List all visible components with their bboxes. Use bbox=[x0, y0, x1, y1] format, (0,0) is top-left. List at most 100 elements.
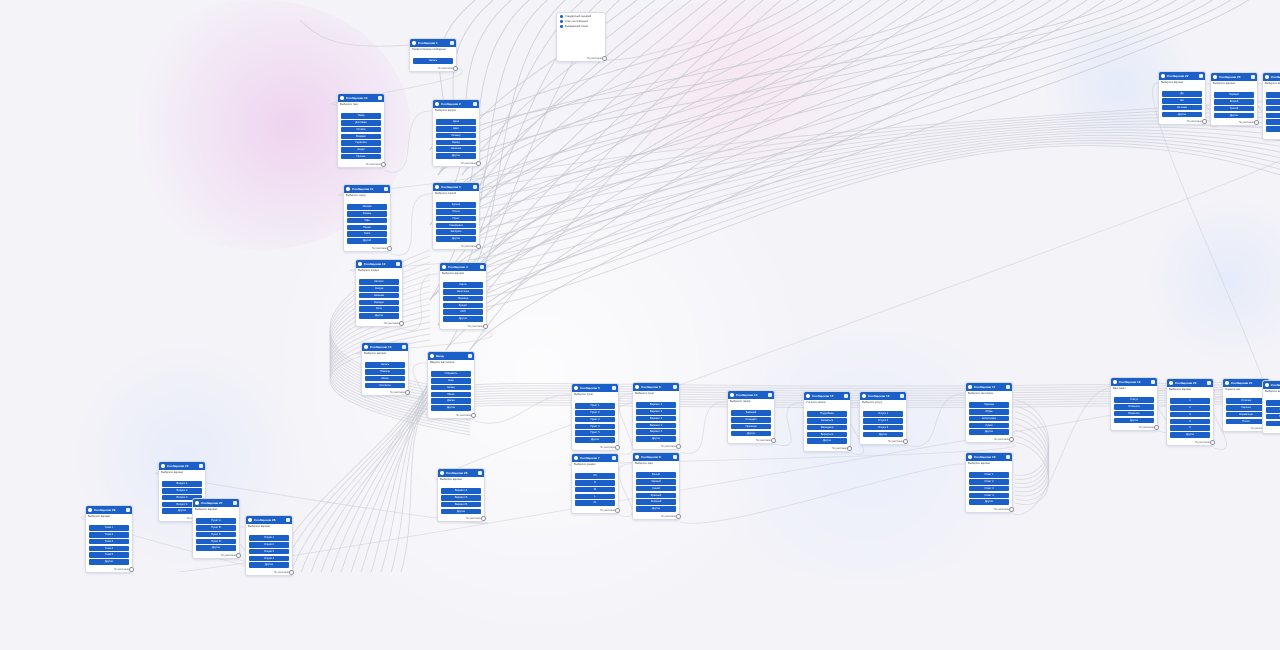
node-menu-icon[interactable] bbox=[473, 185, 477, 189]
node-option-button[interactable]: Услуга 2 bbox=[863, 417, 903, 424]
node-option-button[interactable]: Другое bbox=[196, 545, 236, 551]
node-option-button[interactable]: Вариант 2 bbox=[636, 408, 676, 415]
node-option-button[interactable]: Связаться bbox=[807, 417, 847, 424]
node-menu-icon[interactable] bbox=[286, 518, 290, 522]
node-menu-icon[interactable] bbox=[1199, 74, 1203, 78]
node-menu-icon[interactable] bbox=[1151, 380, 1155, 384]
node-option-button[interactable]: Не знаю bbox=[1162, 104, 1202, 111]
node-option-button[interactable]: Опция 1 bbox=[249, 535, 289, 541]
node-option-button[interactable]: Белый bbox=[636, 472, 676, 478]
node-option-button[interactable]: Меню bbox=[365, 375, 405, 382]
node-option-button[interactable]: Другое bbox=[731, 430, 771, 437]
node-option-button[interactable]: Тема 4 bbox=[89, 545, 129, 552]
node-header[interactable]: Сообщение 16 bbox=[860, 392, 906, 400]
node-header[interactable]: Сообщение 25 bbox=[438, 469, 484, 477]
node-option-button[interactable]: Ответ 3 bbox=[969, 485, 1009, 492]
node-option-button[interactable]: Плохо bbox=[1226, 418, 1266, 425]
node-header[interactable]: Сообщение 27 bbox=[193, 499, 239, 507]
node-option-button[interactable]: Ответ 4 bbox=[969, 492, 1009, 499]
node-option-button[interactable]: Другое bbox=[575, 437, 615, 443]
node-option-button[interactable]: Базовый bbox=[731, 410, 771, 416]
output-port[interactable] bbox=[615, 508, 620, 514]
node-header[interactable]: Сообщение 22 bbox=[1159, 72, 1205, 80]
node-option-button[interactable]: Менеджер bbox=[807, 424, 847, 431]
node-option-button[interactable]: Размер bbox=[436, 132, 476, 139]
node-option-button[interactable]: 4 bbox=[1170, 418, 1210, 425]
node-menu-icon[interactable] bbox=[478, 471, 482, 475]
node-menu-icon[interactable] bbox=[673, 455, 677, 459]
node-option-button[interactable]: Отлично bbox=[1226, 398, 1266, 404]
node-option-button[interactable]: Пункт 4 bbox=[575, 423, 615, 430]
node-option-button[interactable]: Отправить bbox=[431, 371, 471, 377]
node-header[interactable]: Сообщение 11 bbox=[344, 185, 390, 193]
node-option-button[interactable]: Другое bbox=[162, 508, 202, 514]
node-option-button[interactable]: Аксессуары bbox=[969, 415, 1009, 422]
node-header[interactable]: Сообщение 2 bbox=[433, 100, 479, 108]
output-port[interactable] bbox=[483, 323, 488, 329]
node-header[interactable]: Сообщение 23 bbox=[1211, 73, 1257, 81]
node-header[interactable]: Сообщение 18 bbox=[966, 453, 1012, 461]
node-option-button[interactable]: M bbox=[575, 486, 615, 493]
node-option-button[interactable]: Другое bbox=[359, 313, 399, 319]
node-option-button[interactable]: Перевод bbox=[443, 295, 483, 302]
node-option-button[interactable]: Нет bbox=[1162, 97, 1202, 104]
node-option-button[interactable]: Тема 2 bbox=[89, 531, 129, 538]
node-option-button[interactable]: L bbox=[575, 493, 615, 500]
node-option-button[interactable]: Курьер bbox=[436, 202, 476, 208]
node-option-button[interactable]: 2 bbox=[1170, 404, 1210, 411]
node-option-button[interactable]: Другое bbox=[1162, 111, 1202, 118]
node-option-button[interactable]: Цвет bbox=[436, 125, 476, 132]
node-menu-icon[interactable] bbox=[844, 394, 848, 398]
node-option-button[interactable]: Новинки bbox=[359, 292, 399, 299]
node-option-button[interactable]: Начать bbox=[413, 58, 453, 64]
node-menu-icon[interactable] bbox=[612, 386, 616, 390]
node-option-button[interactable]: Тема 3 bbox=[89, 538, 129, 545]
output-port[interactable] bbox=[1009, 437, 1014, 443]
output-port[interactable] bbox=[1210, 439, 1215, 445]
node-option-button[interactable]: Наличие bbox=[436, 146, 476, 152]
node-option-button[interactable]: Вариант 1 bbox=[636, 402, 676, 408]
node-option-button[interactable]: Третий bbox=[1214, 105, 1254, 112]
node-option-button[interactable]: Второй bbox=[1214, 98, 1254, 105]
message-node[interactable]: Сообщение 24Выберите вариантABCDEДругоеП… bbox=[1262, 72, 1280, 140]
node-option-button[interactable]: Карта bbox=[443, 282, 483, 288]
node-option-button[interactable]: Другое bbox=[249, 562, 289, 568]
node-option-button[interactable]: Каталог bbox=[359, 279, 399, 285]
node-option-button[interactable]: Самовывоз bbox=[436, 222, 476, 229]
output-port[interactable] bbox=[289, 570, 294, 576]
node-option-button[interactable]: Красный bbox=[636, 492, 676, 499]
output-port[interactable] bbox=[471, 412, 476, 418]
node-header[interactable]: Сообщение 24 bbox=[1263, 73, 1280, 81]
node-option-button[interactable]: Казань bbox=[347, 210, 387, 217]
node-header[interactable]: Сообщение 6 bbox=[633, 383, 679, 391]
node-header[interactable]: Сообщение 5 bbox=[572, 384, 618, 392]
node-option-button[interactable]: Пункт C bbox=[196, 531, 236, 538]
node-option-button[interactable]: Вариант А bbox=[441, 488, 481, 494]
node-option-button[interactable]: Вариант В bbox=[441, 501, 481, 508]
node-option-button[interactable]: Пермь bbox=[347, 224, 387, 231]
node-option-button[interactable]: Другое bbox=[431, 405, 471, 411]
output-port[interactable] bbox=[381, 161, 386, 167]
node-option-button[interactable]: A bbox=[1266, 92, 1280, 98]
node-header[interactable]: Сообщение 15 bbox=[804, 392, 850, 400]
node-menu-icon[interactable] bbox=[450, 41, 454, 45]
node-option-button[interactable]: Другое bbox=[1266, 420, 1280, 427]
node-option-button[interactable]: Тема 5 bbox=[89, 552, 129, 558]
node-option-button[interactable]: Первый bbox=[1214, 92, 1254, 98]
node-option-button[interactable]: Другое bbox=[441, 508, 481, 515]
node-option-button[interactable]: Другое bbox=[443, 316, 483, 322]
node-option-button[interactable]: Товар bbox=[341, 113, 381, 119]
scenario-row[interactable]: Ответ на сообщение bbox=[560, 20, 602, 23]
node-menu-icon[interactable] bbox=[612, 456, 616, 460]
node-option-button[interactable]: Омск bbox=[347, 231, 387, 237]
node-option-button[interactable]: Тема 1 bbox=[89, 525, 129, 531]
node-option-button[interactable]: Другое bbox=[89, 559, 129, 565]
